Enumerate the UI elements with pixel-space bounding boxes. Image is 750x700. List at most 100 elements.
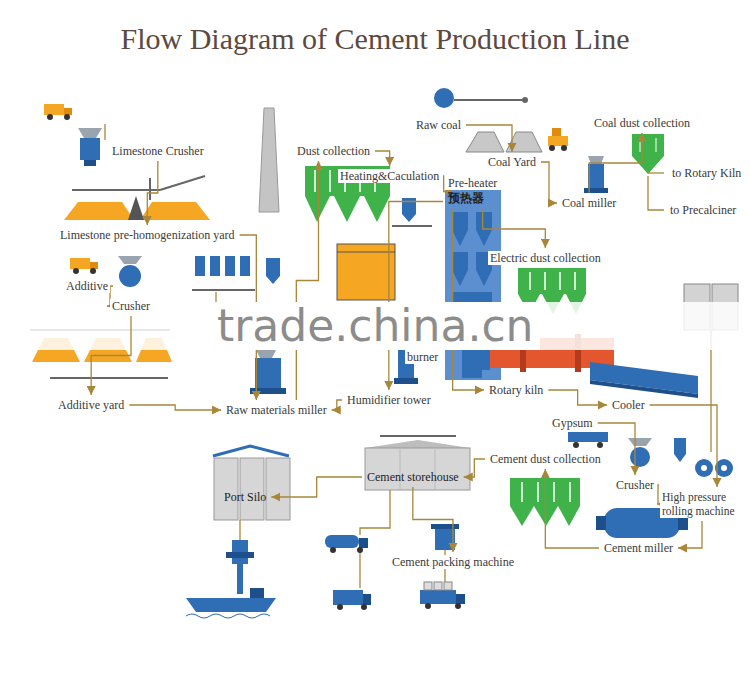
raw-mill-part bbox=[256, 350, 276, 358]
flow-connector bbox=[375, 151, 390, 166]
coal-yard-part bbox=[466, 132, 504, 152]
cooler-part bbox=[590, 380, 698, 398]
cement-dust-collector-part-part bbox=[537, 482, 539, 502]
limestone-crusher-part bbox=[84, 160, 96, 166]
limestone-crusher-part bbox=[78, 128, 102, 138]
gypsum-car-part bbox=[568, 432, 608, 442]
preheater-tower-part-part bbox=[476, 230, 492, 246]
equipment-label: Cooler bbox=[610, 398, 647, 412]
flow-connector bbox=[678, 521, 702, 548]
additive-crusher-part bbox=[118, 256, 142, 264]
bulk-tanker-part bbox=[359, 538, 368, 548]
cement-crusher bbox=[628, 438, 686, 467]
gypsum-car bbox=[568, 432, 608, 448]
dust-collector-part bbox=[334, 196, 360, 222]
equipment-node: Pre-heater预热器 bbox=[446, 176, 499, 207]
coal-mill-part bbox=[588, 164, 604, 188]
cement-storehouse-part bbox=[365, 440, 470, 448]
equipment-node: Limestone pre-homogenization yard bbox=[58, 228, 237, 242]
equipment-node: Gypsum bbox=[550, 416, 595, 430]
preheater-tower-part-part bbox=[452, 270, 468, 286]
packing-machine bbox=[431, 524, 459, 550]
limestone-yard-part bbox=[128, 196, 144, 220]
bag-truck-part bbox=[420, 590, 456, 604]
flow-connector bbox=[548, 390, 607, 405]
limestone-truck-part bbox=[64, 114, 70, 120]
equipment-label: Additive yard bbox=[56, 398, 126, 412]
equipment-label: Additive bbox=[64, 279, 110, 293]
electric-dust-collector-part-part bbox=[544, 272, 546, 290]
flow-connector bbox=[413, 487, 453, 552]
batching-silos-part bbox=[266, 258, 280, 284]
limestone-conveyor bbox=[72, 176, 205, 200]
flow-connector bbox=[453, 210, 484, 390]
port-silo-part bbox=[240, 458, 264, 520]
cement-crusher-part bbox=[628, 438, 652, 446]
equipment-node: Cement storehouse bbox=[365, 470, 461, 484]
batching-silos-part bbox=[210, 256, 220, 276]
equipment-node: Raw materials miller bbox=[224, 403, 329, 417]
cement-dust-collector-part bbox=[510, 506, 534, 526]
cement-dust-collector-part bbox=[522, 482, 570, 502]
coal-yard-part bbox=[552, 128, 561, 136]
equipment-node: Raw coal bbox=[414, 118, 463, 132]
bulk-truck-part bbox=[363, 594, 371, 605]
bag-truck-part bbox=[456, 594, 465, 604]
cement-mill-part bbox=[596, 516, 606, 530]
bag-truck-part bbox=[455, 603, 461, 609]
raw-coal-feeder-part bbox=[434, 88, 454, 108]
heating-silo bbox=[392, 198, 432, 226]
additive-crusher bbox=[118, 256, 142, 287]
product-lines-part bbox=[104, 124, 105, 140]
heating-silo-part bbox=[402, 198, 416, 214]
limestone-conveyor-part bbox=[72, 189, 160, 191]
bag-truck bbox=[420, 582, 465, 609]
flow-connector bbox=[483, 210, 546, 248]
coal-yard-part bbox=[548, 136, 568, 146]
equipment-label: Dust collection bbox=[295, 144, 372, 158]
raw-mill bbox=[250, 350, 286, 394]
bulk-tanker-part bbox=[325, 535, 359, 548]
port-silo-part bbox=[266, 458, 290, 520]
bulk-tanker-part bbox=[330, 547, 336, 553]
equipment-node: Heating&Caculation bbox=[338, 169, 441, 183]
preheater-tower-part-part bbox=[452, 252, 468, 270]
raw-mill-part bbox=[255, 358, 281, 388]
bag-truck-part bbox=[425, 603, 431, 609]
cement-dust-collector-part-part bbox=[521, 482, 523, 502]
roller-press bbox=[695, 459, 733, 477]
coal-outlet-lines-part bbox=[648, 172, 664, 173]
bulk-tanker bbox=[325, 535, 368, 553]
batching-silos-part bbox=[225, 256, 235, 276]
limestone-truck-part bbox=[44, 104, 64, 115]
flow-connector bbox=[657, 485, 659, 504]
ship-part bbox=[250, 588, 264, 598]
additive-truck-part bbox=[73, 268, 79, 274]
equipment-label: Pre-heater bbox=[446, 176, 499, 190]
electric-dust-collector-part bbox=[530, 272, 575, 290]
cement-crusher-part bbox=[630, 447, 650, 467]
port-silo-part bbox=[213, 446, 289, 456]
roller-press-part bbox=[715, 459, 733, 477]
equipment-label: Crusher bbox=[614, 478, 656, 492]
flow-connector bbox=[147, 161, 158, 225]
flow-connector bbox=[589, 133, 642, 193]
bulk-tanker-part bbox=[357, 547, 363, 553]
cement-dust-collector-part bbox=[534, 506, 558, 526]
cooler bbox=[590, 362, 698, 398]
heating-silo-part bbox=[402, 214, 416, 222]
equipment-node: Rotary kiln bbox=[487, 383, 545, 397]
raw-mill-part bbox=[250, 388, 286, 394]
equipment-node: Electric dust collection bbox=[488, 251, 603, 265]
preheater-tower-part-part bbox=[452, 230, 468, 246]
equipment-node: Dust collection bbox=[295, 144, 372, 158]
watermark: trade.china.cn bbox=[211, 302, 540, 350]
heating-silo-part bbox=[392, 225, 432, 227]
preheater-tower-part-part bbox=[452, 212, 468, 230]
additive-truck bbox=[70, 258, 98, 274]
electric-dust-collector-part bbox=[518, 268, 586, 294]
flow-connector bbox=[650, 405, 717, 487]
coal-mill bbox=[584, 156, 608, 193]
flow-connector bbox=[296, 161, 318, 400]
equipment-label: 预热器 bbox=[446, 190, 499, 207]
